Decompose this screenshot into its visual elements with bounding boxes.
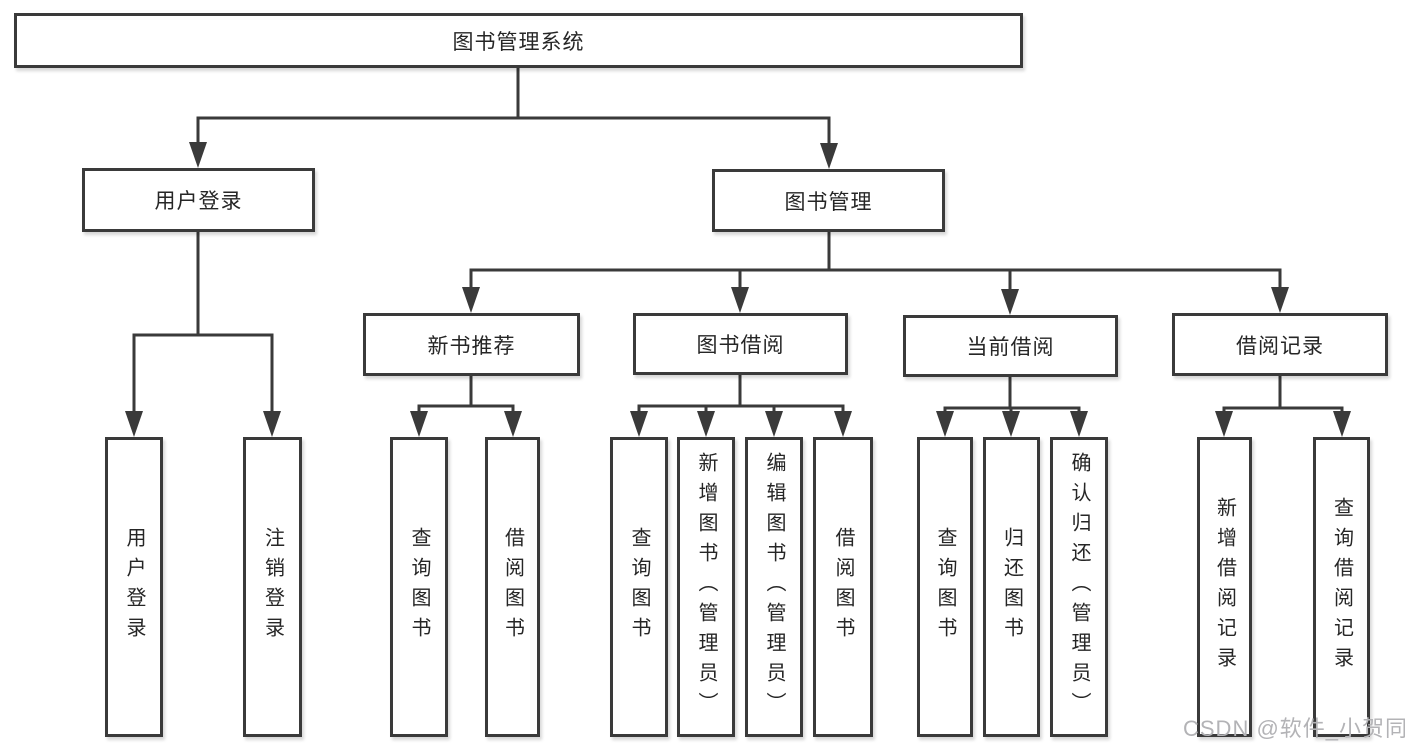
- arrow-icon: [936, 411, 954, 437]
- arrow-icon: [410, 411, 428, 437]
- connector-userlogin-splitter: [132, 333, 274, 420]
- leaf-current-query-book: 查询图书: [917, 437, 973, 737]
- arrow-icon: [504, 411, 522, 437]
- leaf-logout: 注销登录: [243, 437, 302, 737]
- leaf-current-confirm-return-admin: 确认归还（管理员）: [1050, 437, 1108, 737]
- arrow-icon: [697, 411, 715, 437]
- connector-newbook-splitter: [417, 404, 515, 420]
- node-borrow-record: 借阅记录: [1172, 313, 1388, 376]
- node-current-borrow: 当前借阅: [903, 315, 1118, 377]
- leaf-record-query: 查询借阅记录: [1313, 437, 1370, 737]
- arrow-icon: [189, 142, 207, 168]
- connector-level3-splitter: [469, 268, 1282, 295]
- node-new-book-recommend: 新书推荐: [363, 313, 580, 376]
- leaf-borrow-borrow-book: 借阅图书: [813, 437, 873, 737]
- leaf-borrow-add-book-admin: 新增图书（管理员）: [677, 437, 735, 737]
- node-book-borrow: 图书借阅: [633, 313, 848, 375]
- arrow-icon: [1271, 287, 1289, 313]
- connector-arrowheads: [125, 142, 1351, 437]
- arrow-icon: [820, 143, 838, 169]
- connector-level2-splitter: [196, 116, 831, 150]
- arrow-icon: [731, 287, 749, 313]
- connector-borrowrecord-splitter: [1222, 406, 1344, 420]
- arrow-icon: [462, 287, 480, 313]
- watermark: CSDN @软件_小贺同学: [1183, 716, 1405, 741]
- arrow-icon: [1001, 289, 1019, 315]
- arrow-icon: [125, 411, 143, 437]
- leaf-newbook-query-book: 查询图书: [390, 437, 448, 737]
- arrow-icon: [1070, 411, 1088, 437]
- leaf-record-add: 新增借阅记录: [1197, 437, 1252, 737]
- leaf-current-return-book: 归还图书: [983, 437, 1040, 737]
- arrow-icon: [1215, 411, 1233, 437]
- arrow-icon: [630, 411, 648, 437]
- leaf-user-login: 用户登录: [105, 437, 163, 737]
- arrow-icon: [1002, 411, 1020, 437]
- node-book-management: 图书管理: [712, 169, 945, 232]
- connector-bookborrow-splitter: [637, 404, 845, 420]
- leaf-borrow-edit-book-admin: 编辑图书（管理员）: [745, 437, 803, 737]
- arrow-icon: [1333, 411, 1351, 437]
- arrow-icon: [765, 411, 783, 437]
- arrow-icon: [834, 411, 852, 437]
- leaf-borrow-query-book: 查询图书: [610, 437, 668, 737]
- node-user-login: 用户登录: [82, 168, 315, 232]
- node-root: 图书管理系统: [14, 13, 1023, 68]
- arrow-icon: [263, 411, 281, 437]
- leaf-newbook-borrow-book: 借阅图书: [485, 437, 540, 737]
